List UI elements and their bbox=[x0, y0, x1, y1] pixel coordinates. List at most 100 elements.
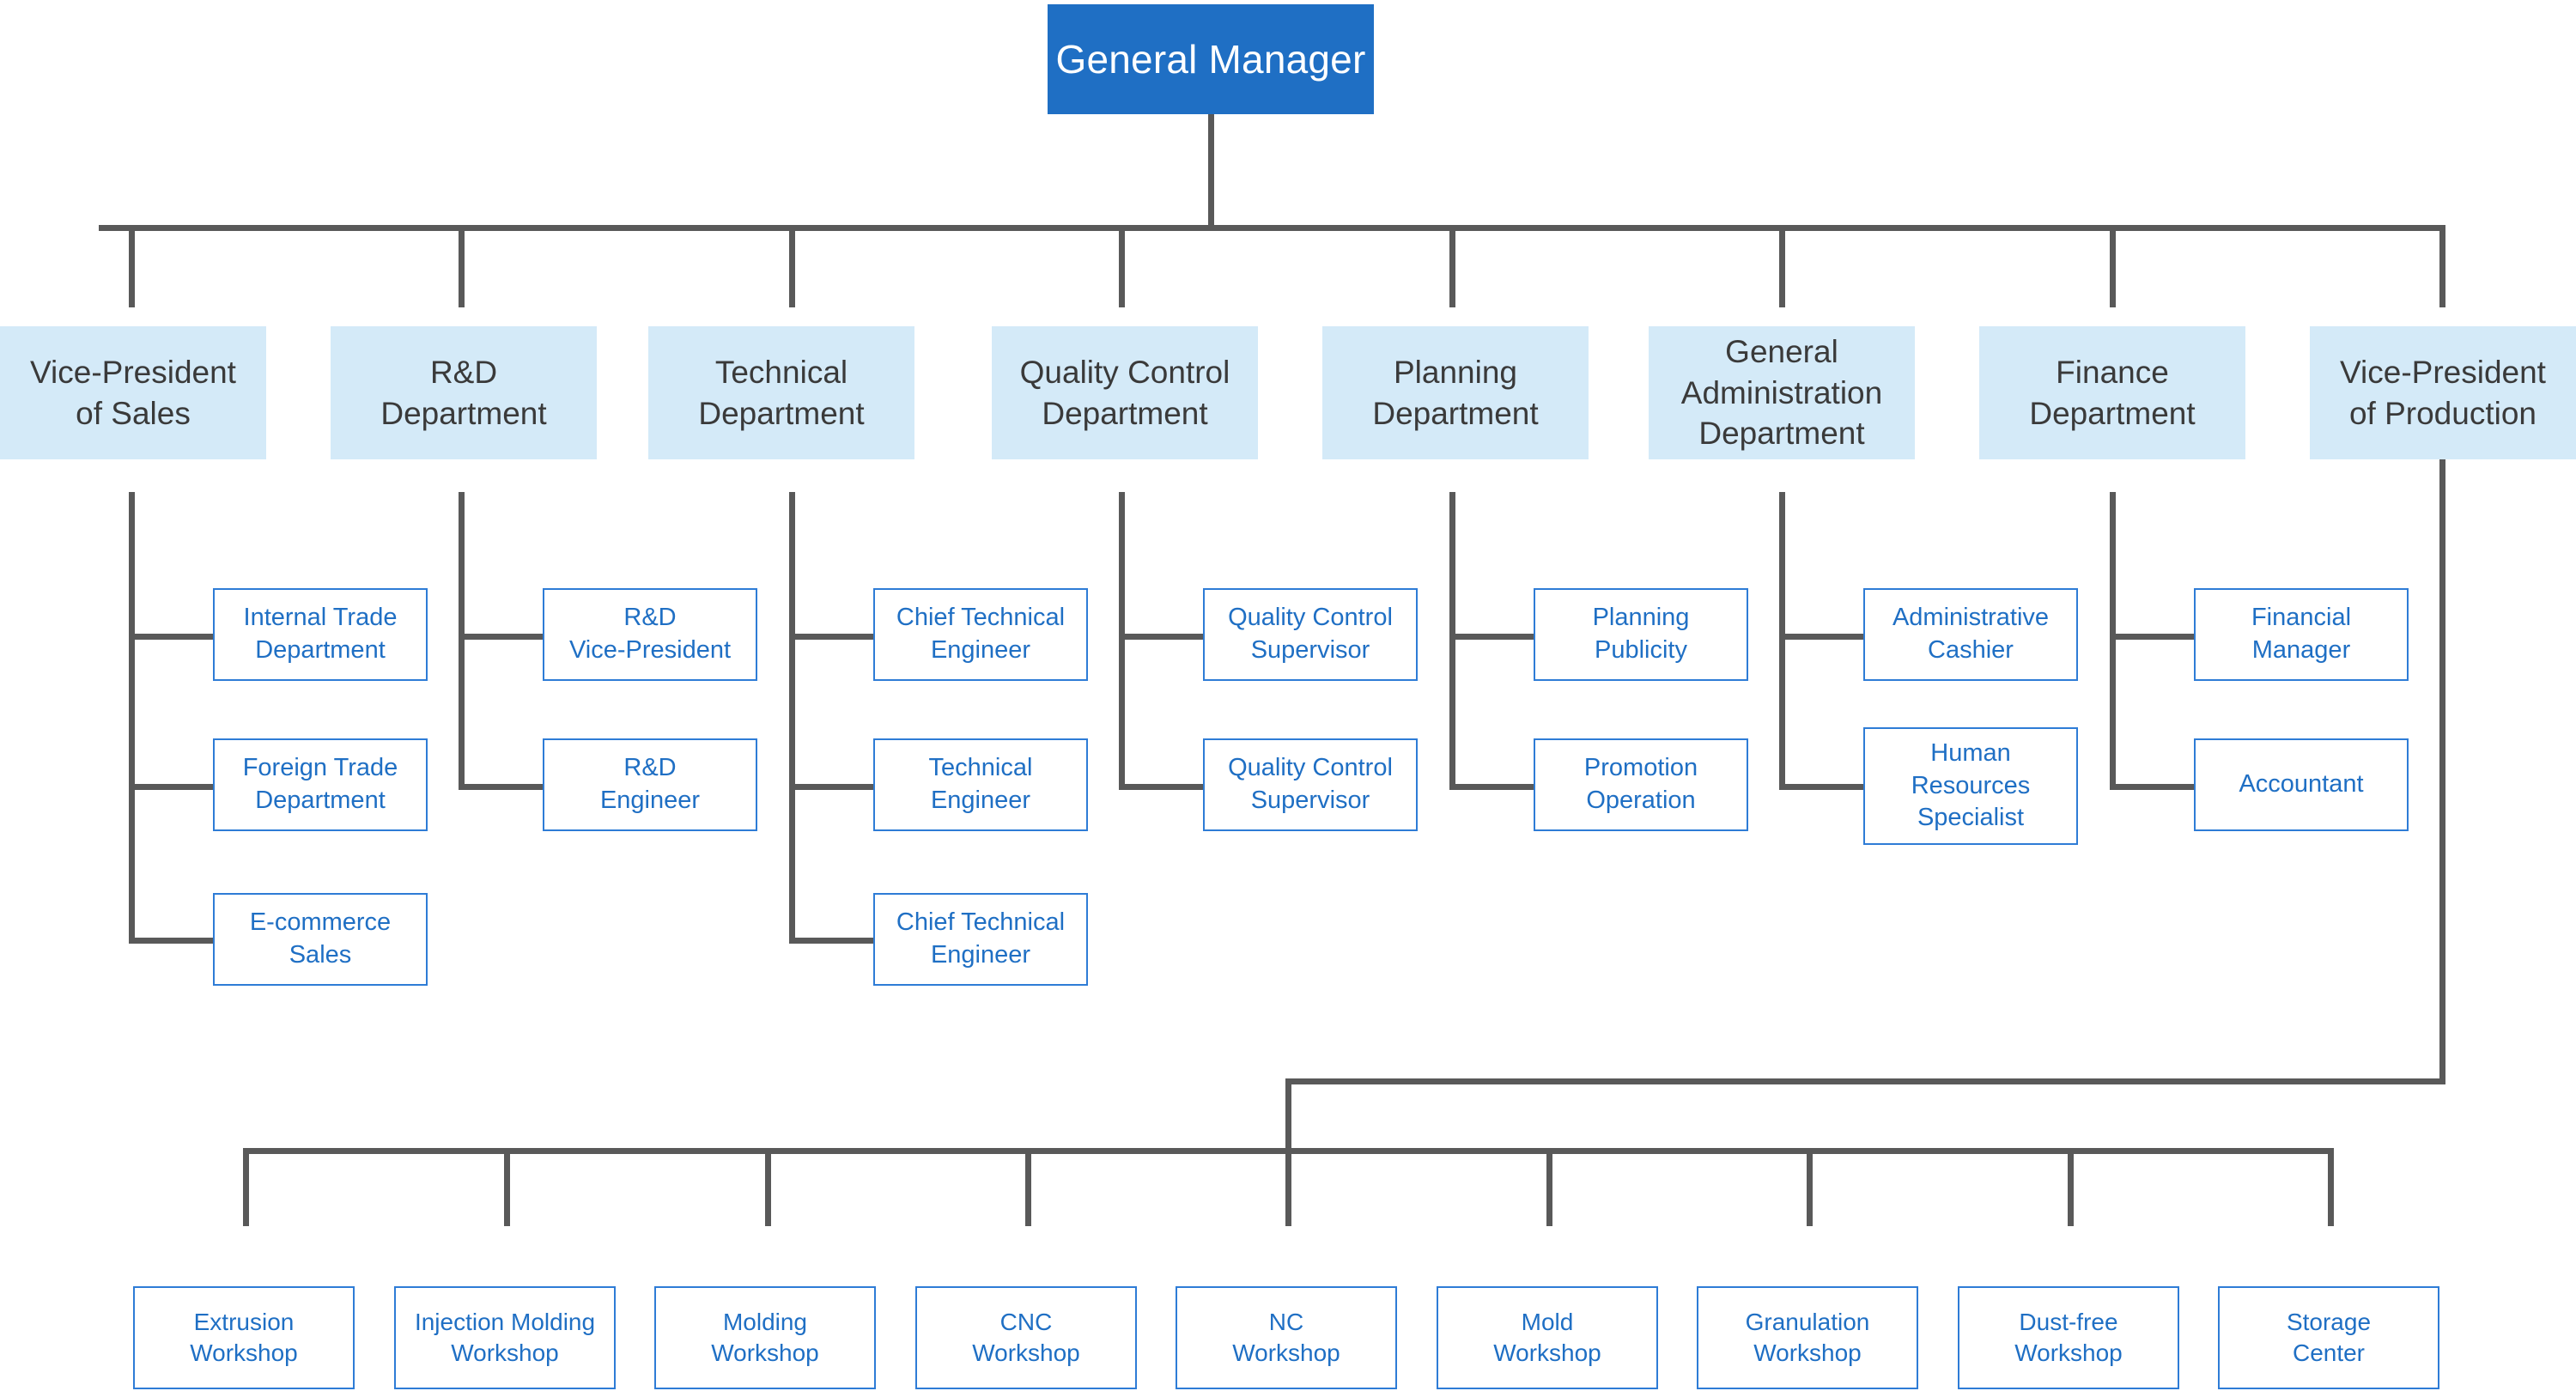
role-node-chief-technical-engineer-2[interactable]: Chief Technical Engineer bbox=[873, 893, 1088, 986]
department-label-line1: Vice-President bbox=[30, 355, 236, 391]
role-label-line2: Sales bbox=[289, 941, 352, 969]
connector-dept-stub-7 bbox=[2439, 225, 2445, 307]
role-label-line1: Planning bbox=[1592, 604, 1690, 632]
root-node-label: General Manager bbox=[1055, 36, 1366, 82]
workshop-node-storage-center[interactable]: Storage Center bbox=[2218, 1286, 2439, 1389]
department-node-vice-president-of-sales[interactable]: Vice-President of Sales bbox=[0, 326, 266, 459]
workshop-node-dust-free-workshop[interactable]: Dust-free Workshop bbox=[1958, 1286, 2179, 1389]
role-label-line1: Technical bbox=[928, 754, 1033, 782]
connector-branch-quality-0 bbox=[1119, 634, 1203, 640]
role-label: R&D Engineer bbox=[600, 752, 700, 817]
connector-trunk-rd bbox=[459, 492, 465, 790]
department-label-line1: R&D bbox=[429, 355, 498, 391]
workshop-node-cnc-workshop[interactable]: CNC Workshop bbox=[915, 1286, 1137, 1389]
workshop-node-granulation-workshop[interactable]: Granulation Workshop bbox=[1697, 1286, 1918, 1389]
connector-branch-technical-1 bbox=[789, 784, 873, 790]
department-label-line2: of Production bbox=[2348, 395, 2537, 431]
department-label-line2: Department bbox=[380, 395, 547, 431]
workshop-label-line1: Molding bbox=[722, 1308, 808, 1335]
department-label-line2: Department bbox=[1042, 395, 1208, 431]
department-node-vice-president-of-production[interactable]: Vice-President of Production bbox=[2310, 326, 2576, 459]
role-label-line2: Engineer bbox=[930, 941, 1031, 969]
role-label-line2: Engineer bbox=[599, 787, 701, 814]
role-node-foreign-trade-department[interactable]: Foreign Trade Department bbox=[213, 738, 428, 831]
department-label-line2: Department bbox=[2029, 395, 2196, 431]
workshop-label: Dust-free Workshop bbox=[2014, 1307, 2123, 1370]
role-node-rd-vice-president[interactable]: R&D Vice-President bbox=[543, 588, 757, 681]
role-label-line2: Engineer bbox=[930, 787, 1031, 814]
workshop-node-molding-workshop[interactable]: Molding Workshop bbox=[654, 1286, 876, 1389]
connector-root-drop bbox=[1208, 114, 1214, 230]
department-node-quality-control-department[interactable]: Quality Control Department bbox=[992, 326, 1258, 459]
department-node-technical-department[interactable]: Technical Department bbox=[648, 326, 914, 459]
role-label: Chief Technical Engineer bbox=[896, 907, 1065, 971]
role-node-chief-technical-engineer-1[interactable]: Chief Technical Engineer bbox=[873, 588, 1088, 681]
workshop-label: Molding Workshop bbox=[711, 1307, 819, 1370]
connector-trunk-admin bbox=[1779, 492, 1785, 790]
role-node-rd-engineer[interactable]: R&D Engineer bbox=[543, 738, 757, 831]
role-node-promotion-operation[interactable]: Promotion Operation bbox=[1534, 738, 1748, 831]
department-label-line1: Quality Control bbox=[1019, 355, 1230, 391]
connector-workshop-stub-0 bbox=[243, 1148, 249, 1226]
workshop-label-line2: Workshop bbox=[1493, 1339, 1601, 1366]
role-node-human-resources-specialist[interactable]: Human Resources Specialist bbox=[1863, 727, 2078, 845]
department-label-line2: Department bbox=[698, 395, 865, 431]
role-node-e-commerce-sales[interactable]: E-commerce Sales bbox=[213, 893, 428, 986]
role-label-line1: Administrative bbox=[1892, 604, 2050, 632]
role-node-quality-control-supervisor-2[interactable]: Quality Control Supervisor bbox=[1203, 738, 1418, 831]
role-node-internal-trade-department[interactable]: Internal Trade Department bbox=[213, 588, 428, 681]
workshop-label-line1: Granulation bbox=[1745, 1308, 1870, 1335]
role-label: Accountant bbox=[2239, 770, 2364, 799]
role-label-line2: Publicity bbox=[1595, 636, 1687, 664]
department-label-line1: Planning bbox=[1393, 355, 1517, 391]
workshop-label-line2: Workshop bbox=[711, 1339, 819, 1366]
role-label-line1: R&D bbox=[623, 754, 677, 782]
role-node-technical-engineer[interactable]: Technical Engineer bbox=[873, 738, 1088, 831]
connector-workshop-stub-7 bbox=[2068, 1148, 2074, 1226]
role-label-line2: Operation bbox=[1586, 787, 1696, 814]
role-node-administrative-cashier[interactable]: Administrative Cashier bbox=[1863, 588, 2078, 681]
connector-branch-rd-1 bbox=[459, 784, 543, 790]
role-label-line1: E-commerce bbox=[249, 908, 392, 937]
role-label-line1: Human bbox=[1930, 738, 2011, 767]
department-node-general-administration-department[interactable]: General Administration Department bbox=[1649, 326, 1915, 459]
department-label-line2: of Sales bbox=[76, 395, 191, 431]
connector-branch-sales-2 bbox=[129, 938, 213, 944]
department-node-finance-department[interactable]: Finance Department bbox=[1979, 326, 2245, 459]
role-label-line1: Financial bbox=[2251, 604, 2352, 632]
role-node-financial-manager[interactable]: Financial Manager bbox=[2194, 588, 2409, 681]
root-node-general-manager[interactable]: General Manager bbox=[1048, 4, 1374, 114]
workshop-node-injection-molding-workshop[interactable]: Injection Molding Workshop bbox=[394, 1286, 616, 1389]
workshop-node-mold-workshop[interactable]: Mold Workshop bbox=[1437, 1286, 1658, 1389]
workshop-node-nc-workshop[interactable]: NC Workshop bbox=[1176, 1286, 1397, 1389]
department-label: Planning Department bbox=[1372, 352, 1538, 434]
workshop-node-extrusion-workshop[interactable]: Extrusion Workshop bbox=[133, 1286, 355, 1389]
connector-branch-finance-1 bbox=[2110, 784, 2194, 790]
role-node-accountant[interactable]: Accountant bbox=[2194, 738, 2409, 831]
role-label: Financial Manager bbox=[2251, 602, 2351, 666]
department-label: Vice-President of Production bbox=[2340, 352, 2546, 434]
connector-workshop-stub-6 bbox=[1807, 1148, 1813, 1226]
role-label-line1: Foreign Trade bbox=[242, 754, 398, 782]
department-label: Technical Department bbox=[698, 352, 864, 434]
workshop-label-line2: Workshop bbox=[2014, 1339, 2123, 1366]
connector-branch-technical-2 bbox=[789, 938, 873, 944]
role-label: Internal Trade Department bbox=[244, 602, 398, 666]
workshop-label-line1: Extrusion bbox=[193, 1308, 295, 1335]
role-label-line1: Quality Control bbox=[1228, 754, 1393, 782]
department-node-rd-department[interactable]: R&D Department bbox=[331, 326, 597, 459]
workshop-label-line1: Dust-free bbox=[2019, 1308, 2118, 1335]
workshop-label: Storage Center bbox=[2287, 1307, 2371, 1370]
connector-workshop-stub-3 bbox=[1025, 1148, 1031, 1226]
connector-branch-planning-1 bbox=[1449, 784, 1534, 790]
connector-branch-planning-0 bbox=[1449, 634, 1534, 640]
role-node-quality-control-supervisor-1[interactable]: Quality Control Supervisor bbox=[1203, 588, 1418, 681]
connector-production-elbow bbox=[1285, 1078, 2445, 1084]
workshop-label-line2: Workshop bbox=[1232, 1339, 1340, 1366]
role-label: Quality Control Supervisor bbox=[1228, 602, 1393, 666]
role-node-planning-publicity[interactable]: Planning Publicity bbox=[1534, 588, 1748, 681]
connector-branch-quality-1 bbox=[1119, 784, 1203, 790]
connector-trunk-finance bbox=[2110, 492, 2116, 790]
department-node-planning-department[interactable]: Planning Department bbox=[1322, 326, 1589, 459]
department-label-line1: Finance bbox=[2056, 355, 2169, 391]
